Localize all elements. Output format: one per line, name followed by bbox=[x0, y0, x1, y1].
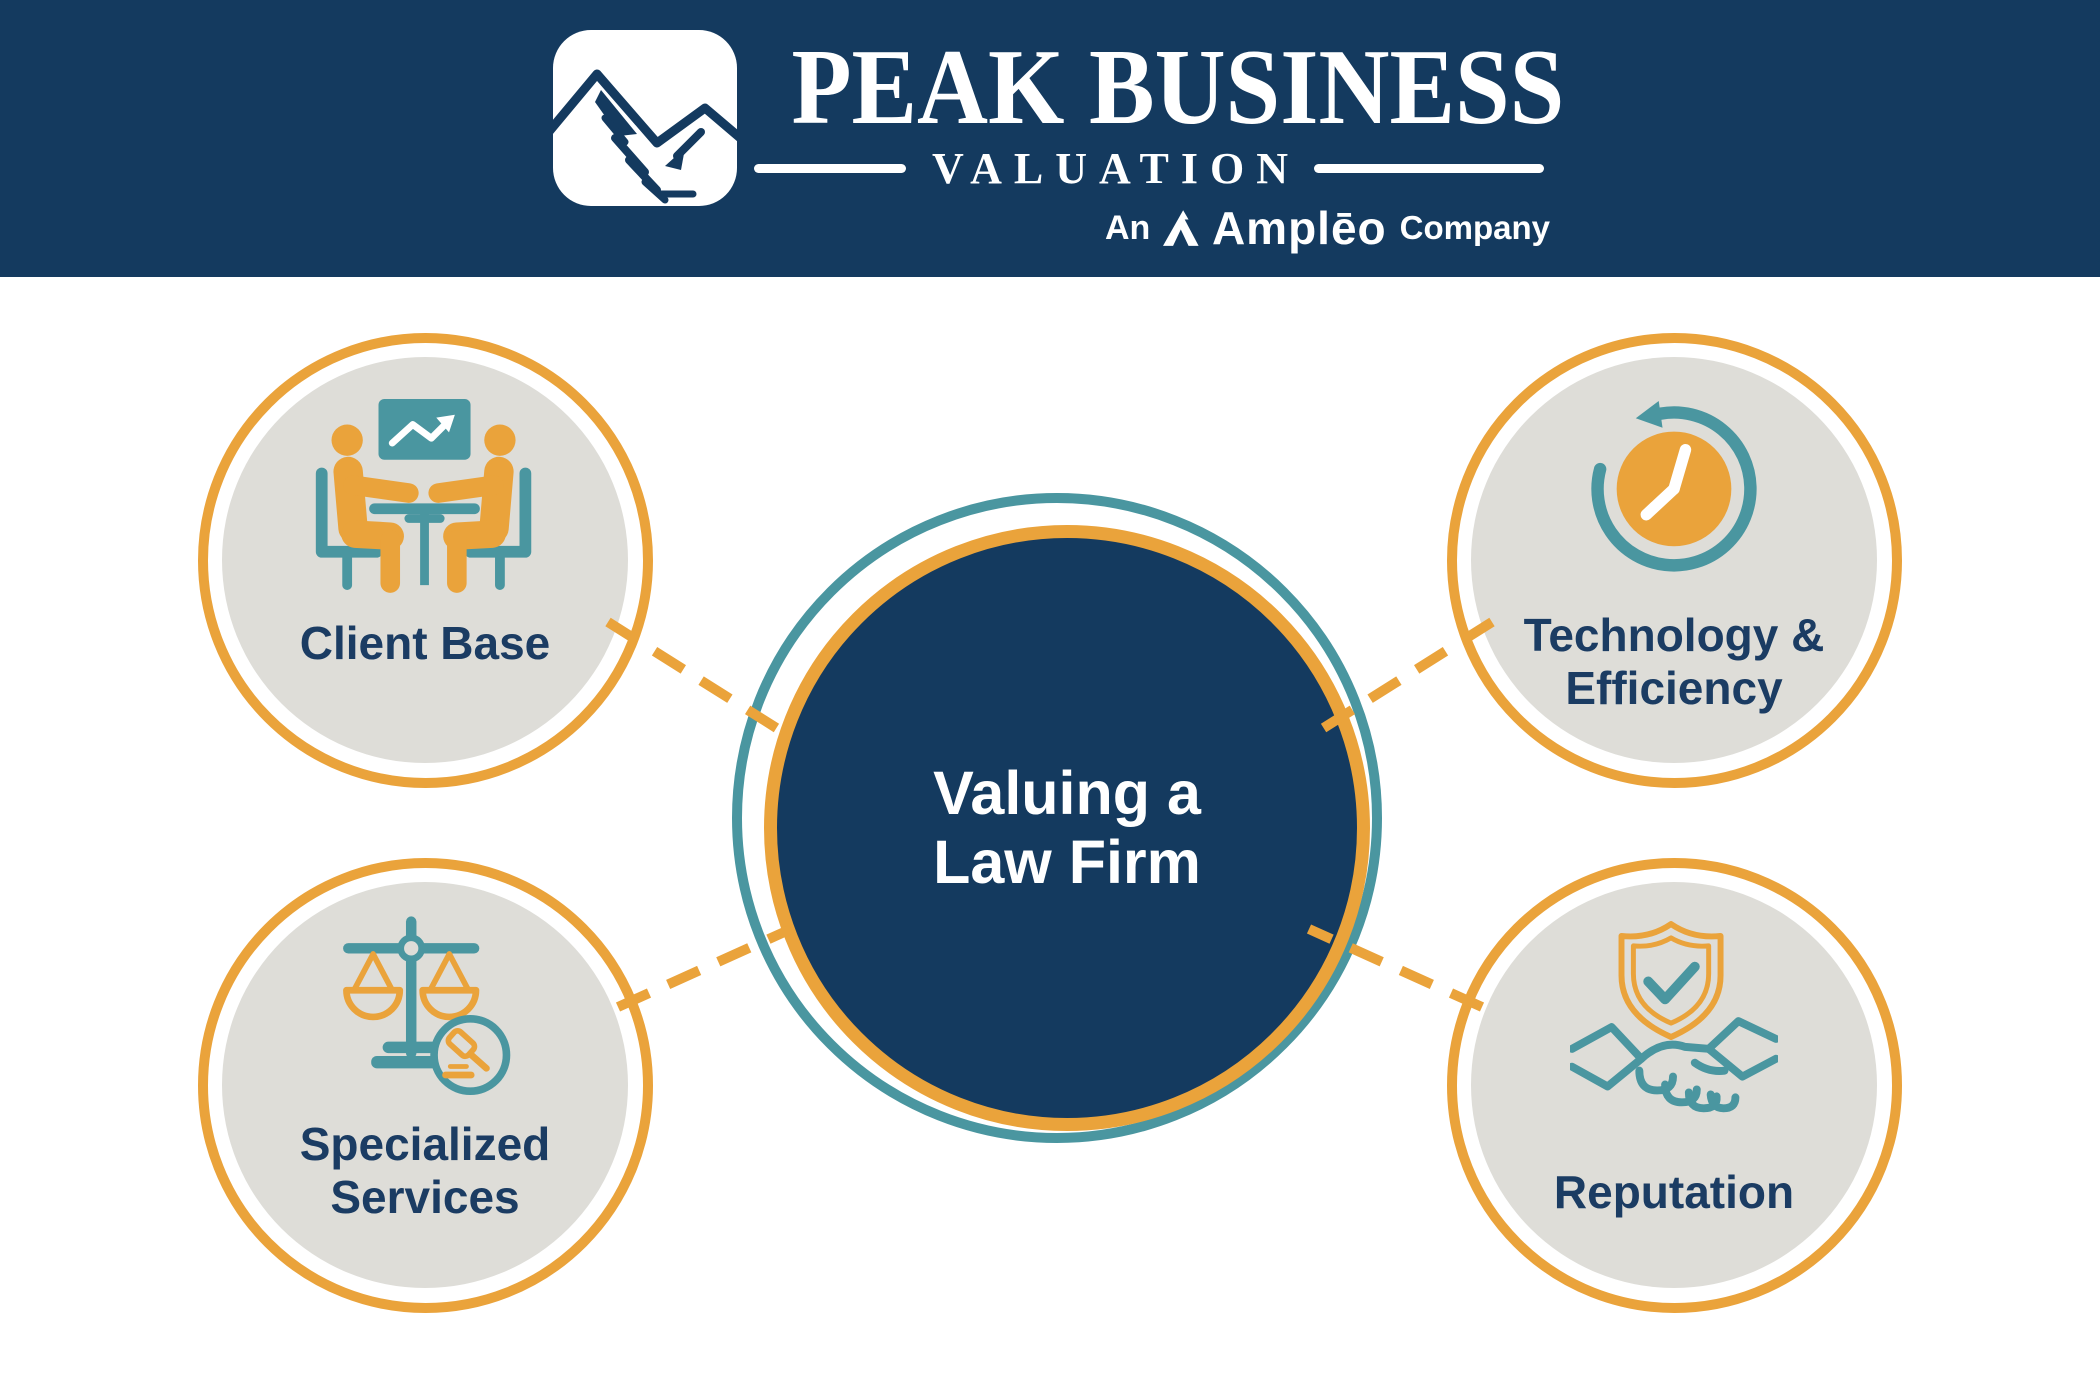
subtitle-rule-left bbox=[754, 163, 906, 173]
ampleo-mark-icon bbox=[1163, 210, 1199, 246]
node-client-base-disc: Client Base bbox=[222, 357, 628, 763]
scales-gavel-icon bbox=[342, 916, 510, 1096]
node-reputation-disc: Reputation bbox=[1471, 882, 1877, 1288]
node-technology-efficiency-label: Technology & Efficiency bbox=[1523, 609, 1825, 715]
mountain-logo-icon bbox=[553, 69, 737, 204]
center-circle: Valuing a Law Firm bbox=[732, 493, 1382, 1143]
affiliation-suffix: Company bbox=[1399, 209, 1550, 246]
node-reputation-label: Reputation bbox=[1553, 1166, 1795, 1218]
brand-title: PEAK BUSINESS bbox=[791, 28, 1565, 147]
handshake-shield-icon bbox=[1570, 921, 1778, 1113]
node-technology-efficiency-disc: Technology & Efficiency bbox=[1471, 357, 1877, 763]
brand-subtitle: VALUATION bbox=[932, 143, 1300, 193]
peak-logo-tile bbox=[553, 30, 737, 206]
header-banner: PEAK BUSINESS VALUATION An Amplēo Compan… bbox=[0, 0, 2100, 277]
center-title: Valuing a Law Firm bbox=[933, 759, 1201, 896]
node-client-base: Client Base bbox=[198, 333, 653, 788]
node-specialized-services-disc: Specialized Services bbox=[222, 882, 628, 1288]
client-meeting-icon bbox=[315, 399, 531, 593]
clock-refresh-icon bbox=[1591, 401, 1757, 572]
affiliation-prefix: An bbox=[1105, 208, 1151, 247]
affiliation-line: An Amplēo Company bbox=[1105, 202, 1550, 254]
brand-subtitle-row: VALUATION bbox=[754, 144, 1544, 193]
affiliation-company: Amplēo bbox=[1211, 202, 1387, 254]
center-circle-disc: Valuing a Law Firm bbox=[764, 525, 1370, 1131]
node-technology-efficiency: Technology & Efficiency bbox=[1447, 333, 1902, 788]
subtitle-rule-right bbox=[1314, 163, 1544, 173]
node-reputation: Reputation bbox=[1447, 858, 1902, 1313]
node-client-base-label: Client Base bbox=[299, 617, 551, 669]
node-specialized-services: Specialized Services bbox=[198, 858, 653, 1313]
node-specialized-services-label: Specialized Services bbox=[299, 1118, 551, 1224]
